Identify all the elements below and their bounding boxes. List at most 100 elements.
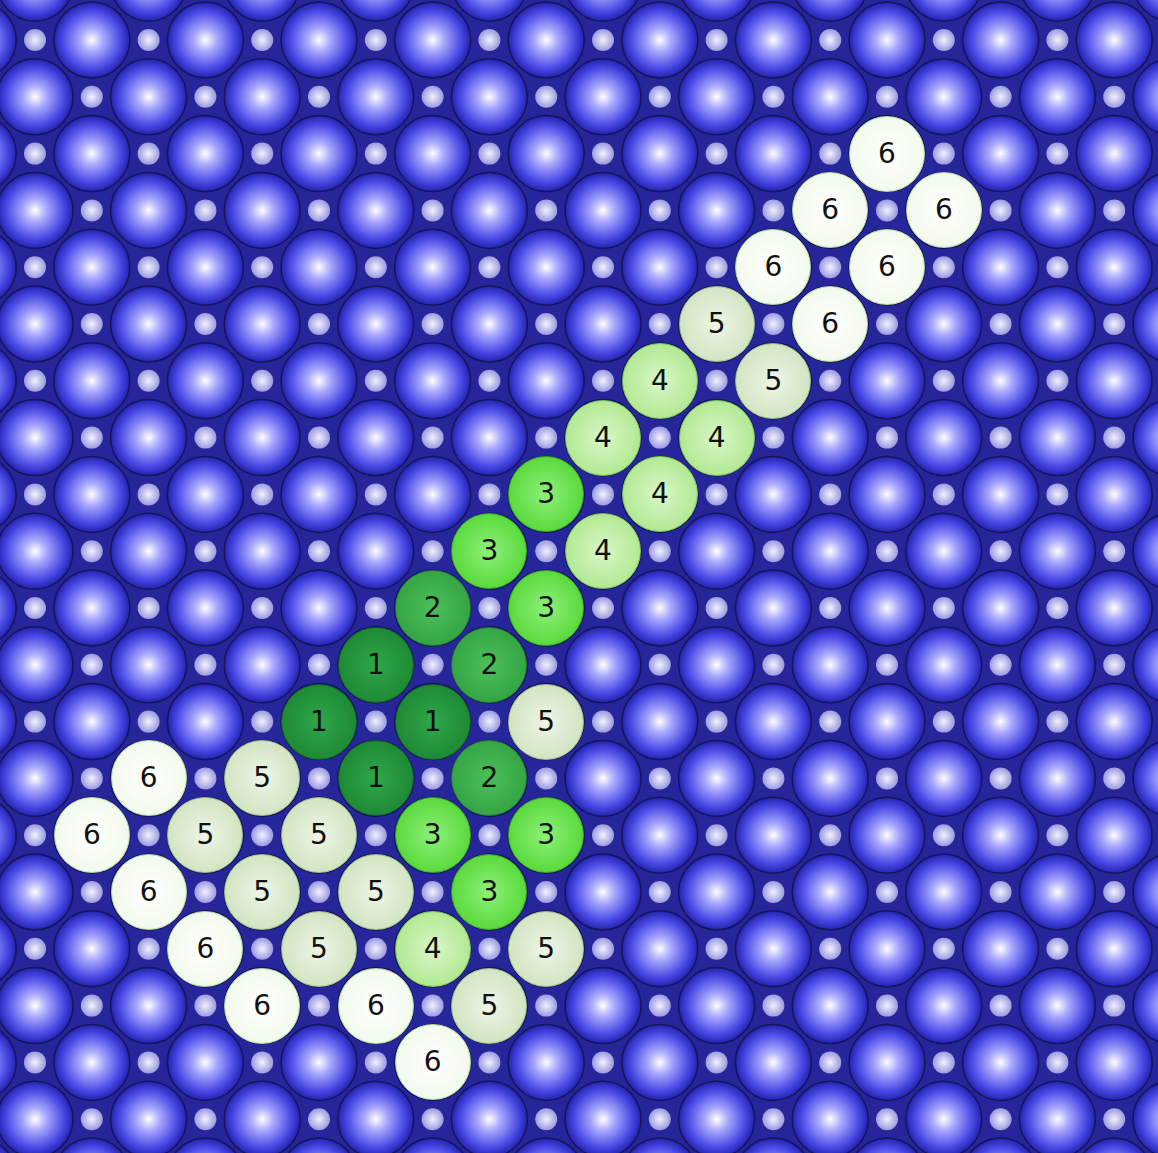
subsurface-atom bbox=[24, 938, 46, 960]
layer-number: 5 bbox=[480, 992, 498, 1020]
substrate-atom bbox=[281, 1138, 357, 1153]
subsurface-atom bbox=[422, 995, 444, 1017]
subsurface-atom bbox=[308, 995, 330, 1017]
subsurface-atom bbox=[819, 370, 841, 392]
substrate-atom bbox=[906, 513, 982, 589]
subsurface-atom bbox=[876, 881, 898, 903]
substrate-atom bbox=[1019, 740, 1095, 816]
subsurface-atom bbox=[24, 824, 46, 846]
subsurface-atom bbox=[933, 29, 955, 51]
subsurface-atom bbox=[24, 256, 46, 278]
subsurface-atom bbox=[194, 199, 216, 221]
layer-number: 6 bbox=[83, 821, 101, 849]
subsurface-atom bbox=[819, 483, 841, 505]
substrate-atom bbox=[735, 456, 811, 532]
subsurface-atom bbox=[535, 767, 557, 789]
substrate-atom bbox=[622, 911, 698, 987]
substrate-atom bbox=[0, 286, 73, 362]
subsurface-atom bbox=[478, 711, 500, 733]
subsurface-atom bbox=[819, 256, 841, 278]
substrate-atom bbox=[167, 1138, 243, 1153]
substrate-atom bbox=[1019, 968, 1095, 1044]
subsurface-atom bbox=[422, 199, 444, 221]
substrate-atom bbox=[224, 286, 300, 362]
adatom-circle: 6 bbox=[849, 116, 925, 192]
subsurface-atom bbox=[706, 143, 728, 165]
adatom-circle: 5 bbox=[508, 684, 584, 760]
layer-number: 5 bbox=[253, 878, 271, 906]
substrate-atom bbox=[622, 684, 698, 760]
substrate-atom bbox=[111, 740, 187, 816]
subsurface-atom bbox=[990, 1108, 1012, 1130]
subsurface-atom bbox=[1046, 29, 1068, 51]
subsurface-atom bbox=[535, 540, 557, 562]
subsurface-atom bbox=[1103, 313, 1125, 335]
substrate-atom bbox=[963, 116, 1039, 192]
substrate-atom bbox=[679, 740, 755, 816]
substrate-atom bbox=[224, 740, 300, 816]
substrate-atom bbox=[1019, 59, 1095, 135]
substrate-atom bbox=[849, 570, 925, 646]
layer-number: 6 bbox=[878, 140, 896, 168]
subsurface-atom bbox=[1103, 654, 1125, 676]
substrate-atom bbox=[224, 1081, 300, 1153]
substrate-atom bbox=[338, 854, 414, 930]
subsurface-atom bbox=[422, 86, 444, 108]
substrate-atom bbox=[111, 854, 187, 930]
substrate-atom bbox=[111, 286, 187, 362]
subsurface-atom bbox=[365, 370, 387, 392]
subsurface-atom bbox=[933, 597, 955, 619]
substrate-atom bbox=[167, 570, 243, 646]
substrate-atom bbox=[849, 229, 925, 305]
layer-number: 6 bbox=[878, 253, 896, 281]
substrate-atom bbox=[622, 1024, 698, 1100]
adatom-circle: 5 bbox=[508, 911, 584, 987]
substrate-atom bbox=[508, 456, 584, 532]
subsurface-atom bbox=[649, 86, 671, 108]
subsurface-atom bbox=[81, 313, 103, 335]
substrate-atom bbox=[963, 570, 1039, 646]
substrate-atom bbox=[338, 968, 414, 1044]
substrate-atom bbox=[1133, 1081, 1158, 1153]
subsurface-atom bbox=[706, 370, 728, 392]
substrate-atom bbox=[1019, 1081, 1095, 1153]
subsurface-atom bbox=[933, 370, 955, 392]
substrate-atom bbox=[395, 229, 471, 305]
subsurface-atom bbox=[478, 597, 500, 619]
subsurface-atom bbox=[194, 1108, 216, 1130]
layer-number: 6 bbox=[367, 992, 385, 1020]
subsurface-atom bbox=[649, 654, 671, 676]
subsurface-atom bbox=[592, 483, 614, 505]
substrate-atom bbox=[281, 2, 357, 78]
substrate-atom bbox=[1076, 570, 1152, 646]
layer-number: 5 bbox=[537, 708, 555, 736]
subsurface-atom bbox=[251, 256, 273, 278]
layer-number: 6 bbox=[196, 935, 214, 963]
subsurface-atom bbox=[706, 938, 728, 960]
substrate-atom bbox=[622, 1138, 698, 1153]
subsurface-atom bbox=[365, 711, 387, 733]
subsurface-atom bbox=[876, 540, 898, 562]
substrate-atom bbox=[0, 400, 73, 476]
substrate-atom bbox=[622, 456, 698, 532]
adatom-circle: 4 bbox=[395, 911, 471, 987]
subsurface-atom bbox=[706, 29, 728, 51]
substrate-atom bbox=[54, 2, 130, 78]
subsurface-atom bbox=[819, 938, 841, 960]
subsurface-atom bbox=[1103, 767, 1125, 789]
substrate-atom bbox=[963, 456, 1039, 532]
layer-number: 4 bbox=[594, 537, 612, 565]
substrate-atom bbox=[451, 740, 527, 816]
substrate-atom bbox=[0, 854, 73, 930]
subsurface-atom bbox=[990, 199, 1012, 221]
adatom-circle: 5 bbox=[338, 854, 414, 930]
substrate-atom bbox=[395, 1138, 471, 1153]
substrate-atom bbox=[565, 172, 641, 248]
substrate-atom bbox=[451, 400, 527, 476]
subsurface-atom bbox=[535, 86, 557, 108]
substrate-atom bbox=[338, 286, 414, 362]
substrate-atom bbox=[338, 400, 414, 476]
substrate-atom bbox=[54, 1138, 130, 1153]
adatom-circle: 4 bbox=[565, 400, 641, 476]
subsurface-atom bbox=[592, 29, 614, 51]
